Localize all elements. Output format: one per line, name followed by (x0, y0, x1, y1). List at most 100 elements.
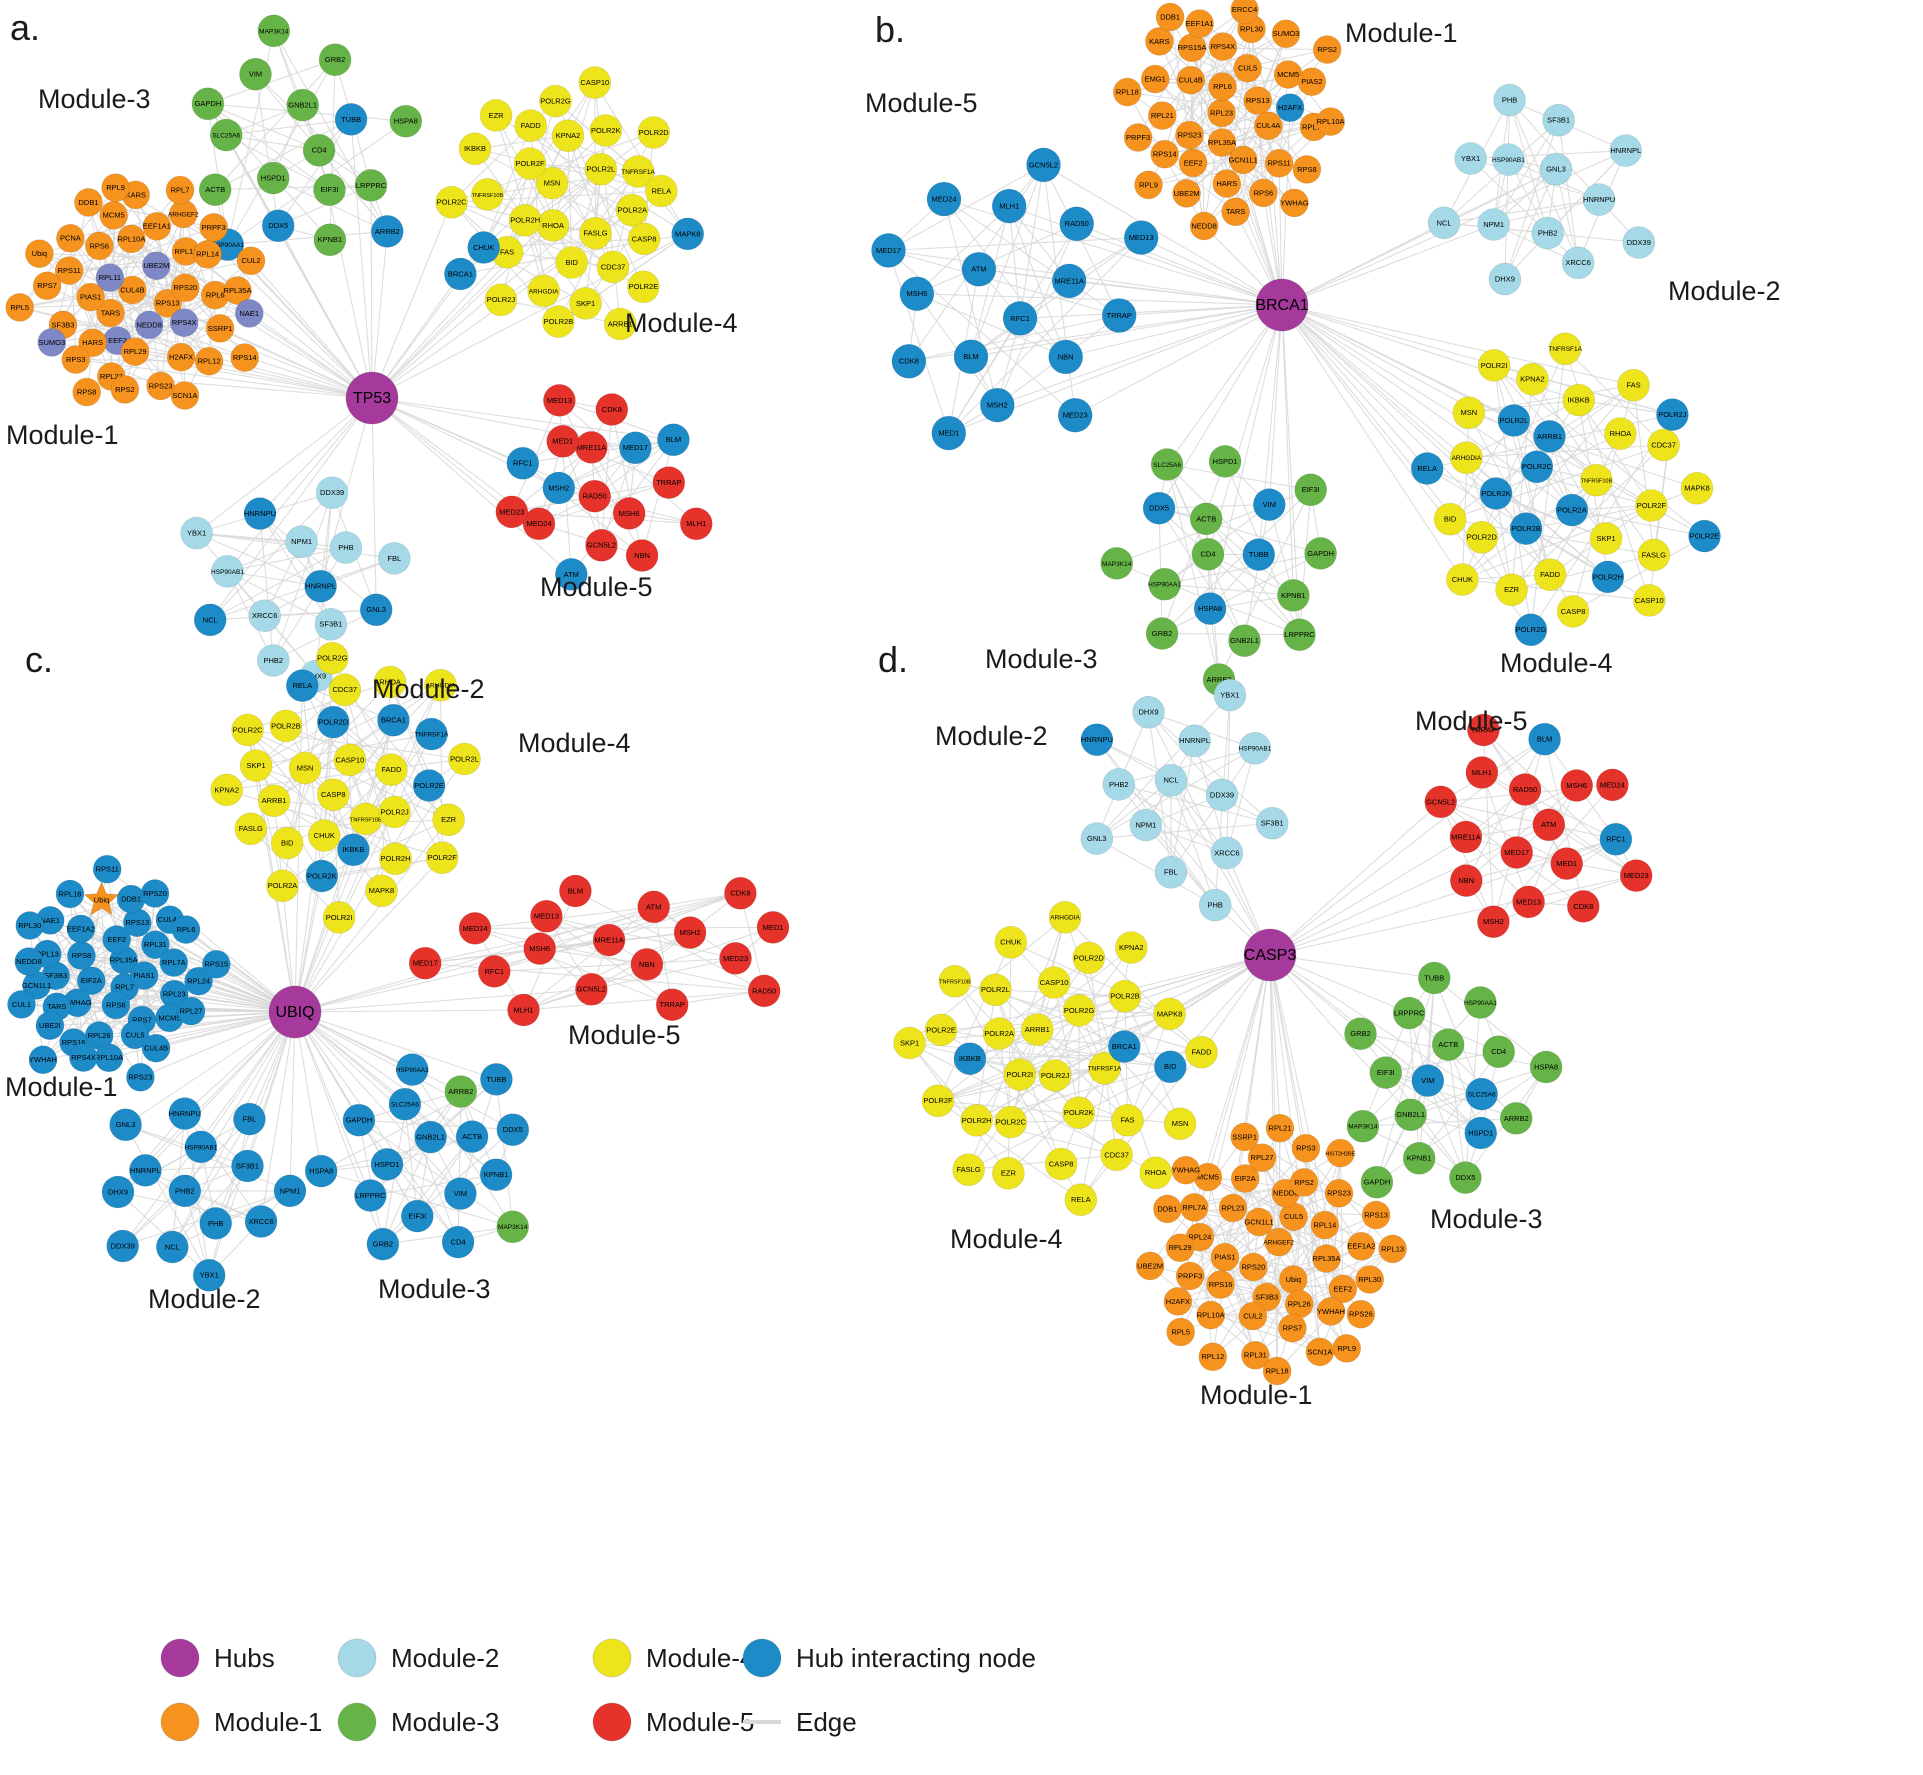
node-HSPA8: HSPA8 (1529, 1050, 1563, 1084)
node-RPL29: RPL29 (120, 337, 150, 367)
edge (909, 1042, 978, 1121)
node-IKBKB: IKBKB (1562, 383, 1595, 417)
hub-edge (196, 397, 373, 534)
hub-edge (227, 397, 373, 572)
node-circle (120, 1020, 150, 1050)
hub-edge (371, 168, 602, 399)
hub-label: CASP3 (1244, 947, 1297, 964)
node-circle (15, 911, 45, 940)
node-MED13: MED13 (530, 899, 563, 933)
node-circle (1284, 1289, 1314, 1319)
hub-edge (371, 397, 377, 610)
node-RPL6: RPL6 (1208, 72, 1237, 101)
node-DDX39: DDX39 (1205, 778, 1239, 812)
edge (888, 164, 1044, 251)
node-circle (1582, 183, 1616, 216)
node-HSPA8: HSPA8 (304, 1154, 338, 1188)
node-circle (1561, 246, 1595, 280)
node-DHX9: DHX9 (1488, 262, 1522, 296)
node-circle (953, 1042, 987, 1075)
node-RELA: RELA (1410, 452, 1444, 485)
node-circle (527, 274, 560, 308)
node-circle (231, 713, 264, 747)
node-CD4: CD4 (1191, 537, 1225, 571)
node-POLR2G: POLR2G (315, 641, 349, 675)
node-KPNA2: KPNA2 (551, 119, 585, 152)
node-circle (286, 88, 320, 122)
node-ACTB: ACTB (1431, 1028, 1465, 1061)
node-circle (1332, 1334, 1361, 1363)
node-circle (1560, 769, 1593, 802)
node-circle (1361, 1200, 1391, 1230)
node-NBN: NBN (1048, 339, 1083, 375)
node-circle (657, 423, 690, 457)
node-circle (1165, 1233, 1195, 1263)
edge (1010, 982, 1055, 1123)
node-circle (285, 669, 319, 702)
node-circle (1411, 1064, 1445, 1097)
edge (1504, 168, 1557, 280)
node-circle (304, 569, 337, 603)
node-circle (1410, 452, 1444, 485)
node-KPNA2: KPNA2 (1516, 362, 1549, 396)
node-circle (248, 599, 282, 633)
node-circle (373, 665, 407, 699)
hub-edge (294, 857, 443, 1013)
node-POLR2C: POLR2C (231, 713, 264, 747)
node-circle (1228, 145, 1258, 175)
node-circle (1059, 206, 1094, 242)
node-PCNA: PCNA (56, 224, 85, 253)
node-circle (359, 593, 393, 627)
hub-edge (1010, 954, 1271, 1123)
node-circle (1347, 1232, 1376, 1261)
node-circle (1213, 678, 1247, 712)
node-POLR2F: POLR2F (921, 1084, 955, 1118)
node-ACTB: ACTB (198, 173, 232, 206)
node-Ubiq: Ubiq (25, 239, 54, 268)
node-FBL: FBL (1154, 855, 1188, 889)
node-PRPF3: PRPF3 (1175, 1261, 1205, 1291)
edge (117, 1113, 186, 1193)
node-circle (32, 271, 62, 301)
node-GNL3: GNL3 (109, 1108, 142, 1142)
node-POLR2K: POLR2K (305, 859, 339, 893)
legend-label-m3: Module-3 (391, 1707, 499, 1737)
node-MAP3K14: MAP3K14 (496, 1210, 530, 1244)
edge (135, 194, 162, 386)
node-circle (193, 603, 227, 637)
node-circle (1508, 773, 1542, 806)
node-circle (1230, 0, 1259, 25)
node-circle (1163, 1107, 1197, 1140)
node-RPS14: RPS14 (1150, 139, 1179, 169)
node-circle (322, 901, 356, 934)
node-ARRB1: ARRB1 (1533, 420, 1566, 453)
edge (1493, 365, 1573, 511)
hub-edge (997, 304, 1283, 406)
node-circle (270, 826, 304, 860)
hub-edge (371, 202, 453, 399)
node-RPL12: RPL12 (1198, 1342, 1228, 1372)
node-circle (444, 1075, 478, 1108)
node-MRE11A: MRE11A (575, 431, 608, 464)
node-circle (1495, 573, 1528, 607)
node-CDK8: CDK8 (891, 343, 927, 379)
node-RPS23: RPS23 (146, 371, 175, 401)
node-circle (1464, 986, 1497, 1019)
hub-edge (294, 1011, 497, 1080)
node-circle (210, 773, 243, 807)
node-circle (603, 307, 637, 341)
node-MLH1: MLH1 (991, 188, 1027, 224)
hub-edge (1281, 304, 1573, 511)
node-PHB: PHB (1493, 83, 1526, 117)
node-HSP90AB1: HSP90AB1 (1238, 731, 1272, 765)
node-SF3B1: SF3B1 (1542, 103, 1575, 137)
node-circle (625, 539, 659, 572)
edge (111, 327, 221, 378)
module-label-a-m5: Module-5 (540, 572, 653, 602)
node-POLR2A: POLR2A (982, 1017, 1016, 1050)
node-circle (168, 1097, 202, 1130)
node-circle (1064, 1183, 1098, 1216)
edge (1558, 120, 1579, 263)
node-RPL14: RPL14 (193, 240, 222, 269)
node-circle (1210, 836, 1244, 870)
